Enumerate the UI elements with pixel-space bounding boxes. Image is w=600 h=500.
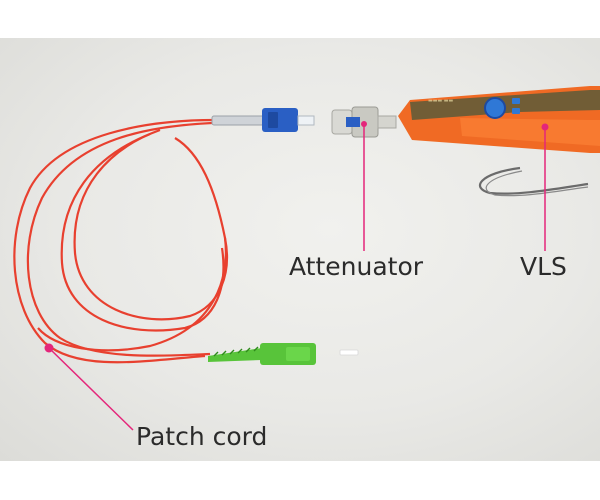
photo: ▬▬▬ ▬▬ Attenuator VLS Patch cord	[0, 38, 600, 461]
scene-illustration: ▬▬▬ ▬▬	[13, 86, 600, 431]
visual-light-source-icon: ▬▬▬ ▬▬	[398, 86, 600, 153]
wrist-strap-icon	[478, 166, 589, 197]
sc-connector-green-icon	[208, 343, 359, 365]
attenuator-icon	[331, 106, 397, 138]
vls-label: VLS	[520, 252, 567, 281]
fiber-patch-cord-icon	[13, 118, 229, 364]
attenuator-label: Attenuator	[289, 252, 424, 281]
callout-dot-icon	[44, 343, 54, 353]
sc-connector-blue-icon	[211, 108, 315, 132]
svg-text:▬▬▬ ▬▬: ▬▬▬ ▬▬	[428, 98, 453, 104]
callout-lines	[44, 124, 546, 431]
patch-cord-label: Patch cord	[136, 422, 268, 451]
